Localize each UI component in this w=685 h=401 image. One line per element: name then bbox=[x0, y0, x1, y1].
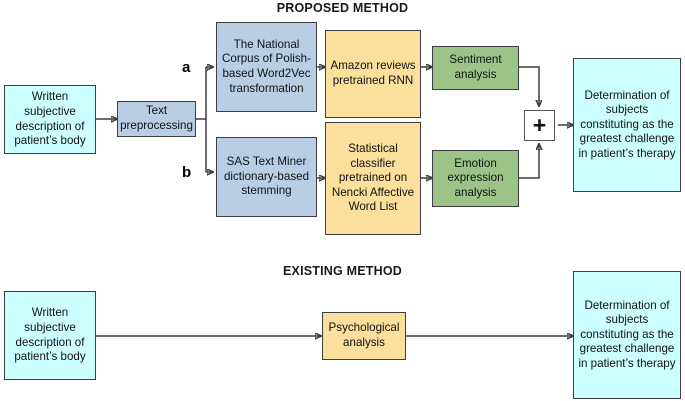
node-text-preprocessing-label: Text preprocessing bbox=[120, 104, 193, 132]
node-sas-text-miner-stemming[interactable]: SAS Text Miner dictionary-based stemming bbox=[216, 137, 317, 217]
node-proposed-output[interactable]: Determination of subjects constituting a… bbox=[573, 58, 681, 192]
node-psychological-analysis[interactable]: Psychological analysis bbox=[322, 312, 406, 360]
node-psychological-analysis-label: Psychological analysis bbox=[328, 321, 400, 349]
node-sentiment-analysis[interactable]: Sentiment analysis bbox=[432, 46, 519, 90]
node-amazon-pretrained-rnn[interactable]: Amazon reviews pretrained RNN bbox=[325, 30, 421, 118]
node-existing-input[interactable]: Written subjective description of patien… bbox=[4, 291, 96, 380]
node-existing-input-label: Written subjective description of patien… bbox=[14, 306, 86, 364]
merge-plus-node[interactable]: + bbox=[524, 110, 555, 141]
node-text-preprocessing[interactable]: Text preprocessing bbox=[117, 101, 196, 137]
node-amazon-pretrained-rnn-label: Amazon reviews pretrained RNN bbox=[330, 59, 416, 87]
node-statistical-classifier-nawl[interactable]: Statistical classifier pretrained on Nen… bbox=[325, 122, 421, 235]
node-proposed-input[interactable]: Written subjective description of patien… bbox=[4, 85, 96, 154]
branch-label-a: a bbox=[182, 59, 191, 76]
node-emotion-expression-analysis-label: Emotion expression analysis bbox=[447, 156, 504, 199]
node-existing-output[interactable]: Determination of subjects constituting a… bbox=[573, 271, 681, 399]
node-sas-text-miner-stemming-label: SAS Text Miner dictionary-based stemming bbox=[223, 155, 310, 198]
node-proposed-input-label: Written subjective description of patien… bbox=[14, 90, 86, 148]
proposed-method-title: PROPOSED METHOD bbox=[276, 1, 409, 15]
node-word2vec-transformation[interactable]: The National Corpus of Polish-based Word… bbox=[216, 22, 317, 112]
wire-sentiment-to-merge bbox=[519, 66, 539, 106]
node-statistical-classifier-nawl-label: Statistical classifier pretrained on Nen… bbox=[331, 142, 415, 214]
node-existing-output-label: Determination of subjects constituting a… bbox=[578, 298, 676, 370]
branch-label-b: b bbox=[182, 164, 192, 181]
existing-method-title: EXISTING METHOD bbox=[283, 264, 402, 278]
node-emotion-expression-analysis[interactable]: Emotion expression analysis bbox=[432, 150, 519, 207]
wire-emotion-to-merge bbox=[519, 144, 539, 179]
node-proposed-output-label: Determination of subjects constituting a… bbox=[578, 88, 676, 160]
node-word2vec-transformation-label: The National Corpus of Polish-based Word… bbox=[222, 37, 311, 95]
plus-icon: + bbox=[532, 112, 547, 138]
node-sentiment-analysis-label: Sentiment analysis bbox=[449, 53, 502, 81]
